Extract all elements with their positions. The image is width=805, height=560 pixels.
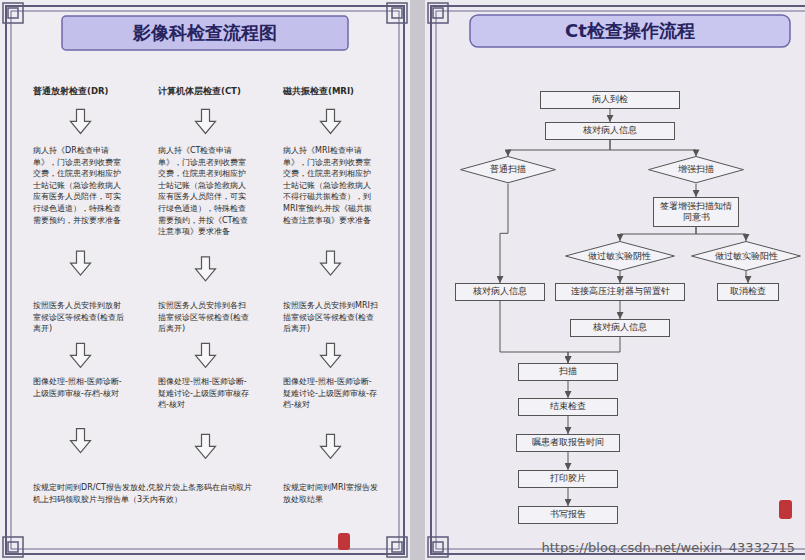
step-text: 病人持《CT检查申请单》，门诊患者到收费室交费，住院患者到相应护士站记账（急诊抢… [158, 145, 253, 238]
flow-arrow [620, 301, 621, 319]
hollow-arrow [196, 343, 216, 367]
hollow-arrow [71, 109, 91, 133]
process-box: 连接高压注射器与留置针 [555, 283, 685, 301]
column-heading: 磁共振检查(MRI) [283, 86, 378, 98]
flow-arrow [696, 184, 697, 197]
step-text: 图像处理-照相-医师诊断-疑难讨论-上级医师审核-存档-核对 [283, 376, 378, 411]
flow-arrow [620, 271, 621, 283]
step-text: 病人到检 [592, 94, 628, 105]
flow-arrow [610, 109, 611, 122]
flow-arrow [568, 337, 620, 363]
title-banner [470, 15, 790, 47]
hollow-arrow [321, 343, 341, 367]
step-text: 按规定时间到MRI室报告发放处取结果 [283, 482, 378, 505]
step-text: 按照医务人员安排到各扫描室候诊区等候检查(检查后离开) [158, 300, 253, 335]
hollow-arrow [321, 109, 341, 133]
decision-diamond: 做过敏实验阴性 [565, 241, 675, 271]
flow-arrow [696, 227, 746, 241]
hollow-arrow [321, 251, 341, 275]
poster-frame [431, 6, 805, 554]
process-box: 核对病人信息 [570, 319, 670, 337]
step-text: 书写报告 [550, 509, 586, 520]
column-heading: 计算机体层检查(CT) [158, 86, 253, 98]
process-box: 嘱患者取报告时间 [516, 434, 620, 452]
step-text: 病人持《MRI检查申请单》，门诊患者到收费室交费，住院患者到相应护士站记账（急诊… [283, 145, 378, 226]
process-box: 书写报告 [518, 506, 618, 524]
process-box: 核对病人信息 [455, 283, 545, 301]
process-box: 打印胶片 [518, 470, 618, 488]
step-text: 按规定时间到DR/CT报告发放处,凭胶片袋上条形码在自动取片机上扫码领取胶片与报… [33, 482, 255, 505]
decision-diamond: 增强扫描 [648, 156, 744, 183]
step-text: 签署增强扫描知情同意书 [660, 201, 732, 224]
title-banner [62, 16, 348, 50]
poster-panel: 影像科检查流程图普通放射检查(DR) 计算机体层检查(CT) 磁共振检查(MRI) 病… [0, 0, 410, 560]
hollow-arrow [71, 343, 91, 367]
process-box: 取消检查 [717, 283, 779, 301]
step-text: 增强扫描 [678, 164, 714, 175]
flow-arrow [500, 184, 508, 283]
corner-ornament [428, 3, 448, 557]
poster-frame [11, 11, 399, 549]
poster-ground [425, 0, 805, 560]
step-text: 核对病人信息 [583, 125, 637, 136]
decision-diamond: 普通扫描 [460, 156, 556, 183]
step-text: 结束检查 [550, 401, 586, 412]
step-text: 普通扫描 [490, 164, 526, 175]
step-text: 按照医务人员安排到MRI扫描室候诊区等候检查(检查后离开) [283, 300, 378, 335]
step-text: 扫描 [559, 366, 577, 377]
flow-arrow [568, 452, 569, 470]
step-text: 核对病人信息 [473, 286, 527, 297]
step-text: 做过敏实验阳性 [715, 251, 778, 262]
hollow-arrow [196, 109, 216, 133]
flow-arrow [620, 227, 696, 241]
process-box: 签署增强扫描知情同意书 [653, 197, 739, 227]
hollow-arrow [196, 434, 216, 458]
step-text: 病人持《DR检查申请单》，门诊患者到收费室交费，住院患者到相应护士站记账（急诊抢… [33, 145, 128, 226]
step-text: 做过敏实验阴性 [588, 251, 651, 262]
poster-panel: Ct检查操作流程病人到检核对病人信息普通扫描增强扫描签署增强扫描知情同意书做过敏… [425, 0, 805, 560]
process-box: 核对病人信息 [545, 122, 675, 140]
process-box: 结束检查 [518, 398, 618, 416]
flow-arrow [746, 271, 748, 283]
hollow-arrow [321, 434, 341, 458]
decision-diamond: 做过敏实验阳性 [691, 241, 801, 271]
step-text: 连接高压注射器与留置针 [571, 286, 670, 297]
flow-arrow [508, 140, 610, 156]
flow-arrow [610, 140, 696, 156]
step-text: 打印胶片 [550, 473, 586, 484]
poster-frame [436, 11, 805, 549]
step-text: 嘱患者取报告时间 [532, 437, 604, 448]
flow-arrow [568, 381, 569, 398]
hollow-arrow [71, 251, 91, 275]
flow-arrow [500, 301, 568, 363]
step-text: 取消检查 [730, 286, 766, 297]
step-text: 图像处理-照相-医师诊断-疑难讨论-上级医师审核存档-核对 [158, 376, 253, 411]
flow-arrow [568, 488, 569, 506]
poster-frame [6, 6, 404, 554]
hollow-arrow [196, 257, 216, 281]
process-box: 扫描 [518, 363, 618, 381]
flow-arrow [568, 416, 569, 434]
process-box: 病人到检 [540, 91, 680, 109]
watermark: https://blog.csdn.net/weixin_43332715 [541, 540, 795, 555]
step-text: 图像处理-照相-医师诊断-上级医师审核-存档-核对 [33, 376, 128, 399]
column-heading: 普通放射检查(DR) [33, 86, 128, 98]
step-text: 按照医务人员安排到放射室候诊区等候检查(检查后离开) [33, 300, 128, 335]
corner-ornament [3, 3, 407, 557]
poster-title: 影像科检查流程图 [62, 16, 348, 50]
hollow-arrow [71, 429, 91, 453]
step-text: 核对病人信息 [593, 322, 647, 333]
poster-ground [0, 0, 410, 560]
poster-title: Ct检查操作流程 [470, 14, 790, 48]
